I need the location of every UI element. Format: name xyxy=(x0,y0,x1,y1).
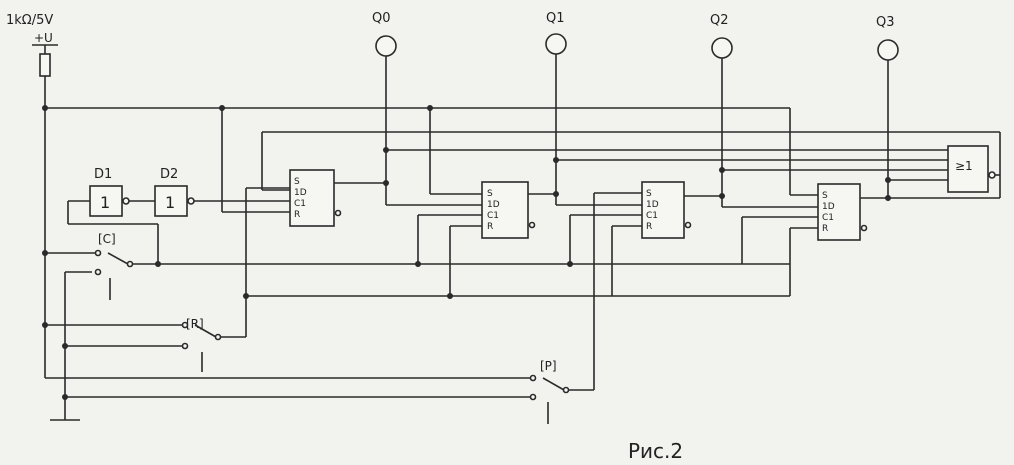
ff2-qbar-bubble xyxy=(528,221,536,229)
or-gate-symbol: ≥1 xyxy=(955,159,973,173)
ff2-pin-d: 1D xyxy=(487,200,500,210)
junction xyxy=(719,167,725,173)
junctions xyxy=(42,105,891,400)
ff4-pin-s: S xyxy=(822,191,828,201)
supply-label: +U xyxy=(34,31,53,45)
flipflop-1 xyxy=(289,169,335,227)
switch-p-contact-top xyxy=(529,374,537,382)
ff4-qbar-bubble xyxy=(860,224,868,232)
ff3-pin-c: C1 xyxy=(646,211,658,221)
or-gate-bubble xyxy=(988,171,996,179)
junction xyxy=(415,261,421,267)
switch-c-lever[interactable] xyxy=(107,252,129,265)
junction xyxy=(427,105,433,111)
switch-p-label: [P] xyxy=(540,359,557,373)
ff4-pin-r: R xyxy=(822,224,828,234)
q2-probe xyxy=(711,37,733,59)
q3-label: Q3 xyxy=(876,15,895,30)
ff3-qbar-bubble xyxy=(684,221,692,229)
ff1-pin-s: S xyxy=(294,177,300,187)
junction xyxy=(243,293,249,299)
junction xyxy=(42,250,48,256)
inverter-d1-symbol: 1 xyxy=(100,193,110,212)
q0-probe xyxy=(375,35,397,57)
source-rating-label: 1kΩ/5V xyxy=(6,13,53,28)
ff1-pin-r: R xyxy=(294,210,300,220)
ff1-pin-c: C1 xyxy=(294,199,306,209)
ff3-pin-d: 1D xyxy=(646,200,659,210)
ff4-pin-c: C1 xyxy=(822,213,834,223)
inverter-d2-symbol: 1 xyxy=(165,193,175,212)
junction xyxy=(553,191,559,197)
junction xyxy=(42,322,48,328)
junction xyxy=(42,105,48,111)
ff4-pin-d: 1D xyxy=(822,202,835,212)
figure-caption: Рис.2 xyxy=(628,439,683,463)
switch-p-lever[interactable] xyxy=(542,377,565,391)
junction xyxy=(885,195,891,201)
switch-c-contact-bottom xyxy=(94,268,102,276)
switch-r-contact-top xyxy=(181,321,189,329)
switch-c-contact-top xyxy=(94,249,102,257)
junction xyxy=(383,147,389,153)
junction xyxy=(383,180,389,186)
q1-label: Q1 xyxy=(546,11,565,26)
junction xyxy=(447,293,453,299)
ff3-pin-s: S xyxy=(646,189,652,199)
pullup-resistor xyxy=(39,53,51,77)
d2-label: D2 xyxy=(160,167,178,182)
ff1-pin-d: 1D xyxy=(294,188,307,198)
ff3-pin-r: R xyxy=(646,222,652,232)
junction xyxy=(553,157,559,163)
junction xyxy=(719,193,725,199)
switch-p-pivot xyxy=(562,386,570,394)
inverter-d1-bubble xyxy=(122,197,130,205)
junction xyxy=(219,105,225,111)
switch-r-pivot xyxy=(214,333,222,341)
flipflop-2 xyxy=(481,181,529,239)
q2-label: Q2 xyxy=(710,13,729,28)
switch-p-contact-bottom xyxy=(529,393,537,401)
q3-probe xyxy=(877,39,899,61)
flipflop-4 xyxy=(817,183,861,241)
inverter-d2-bubble xyxy=(187,197,195,205)
switch-r-lever[interactable] xyxy=(194,324,217,338)
inverter-d1 xyxy=(89,185,123,217)
ff2-pin-r: R xyxy=(487,222,493,232)
junction xyxy=(567,261,573,267)
junction xyxy=(62,394,68,400)
switch-c-label: [C] xyxy=(98,232,116,246)
inverter-d2 xyxy=(154,185,188,217)
ff1-qbar-bubble xyxy=(334,209,342,217)
junction xyxy=(155,261,161,267)
junction xyxy=(62,343,68,349)
or-gate xyxy=(947,145,989,193)
ff2-pin-s: S xyxy=(487,189,493,199)
d1-label: D1 xyxy=(94,167,112,182)
q1-probe xyxy=(545,33,567,55)
switch-c-pivot xyxy=(126,260,134,268)
flipflop-3 xyxy=(641,181,685,239)
junction xyxy=(885,177,891,183)
ff2-pin-c: C1 xyxy=(487,211,499,221)
switch-r-contact-bottom xyxy=(181,342,189,350)
q0-label: Q0 xyxy=(372,11,391,26)
